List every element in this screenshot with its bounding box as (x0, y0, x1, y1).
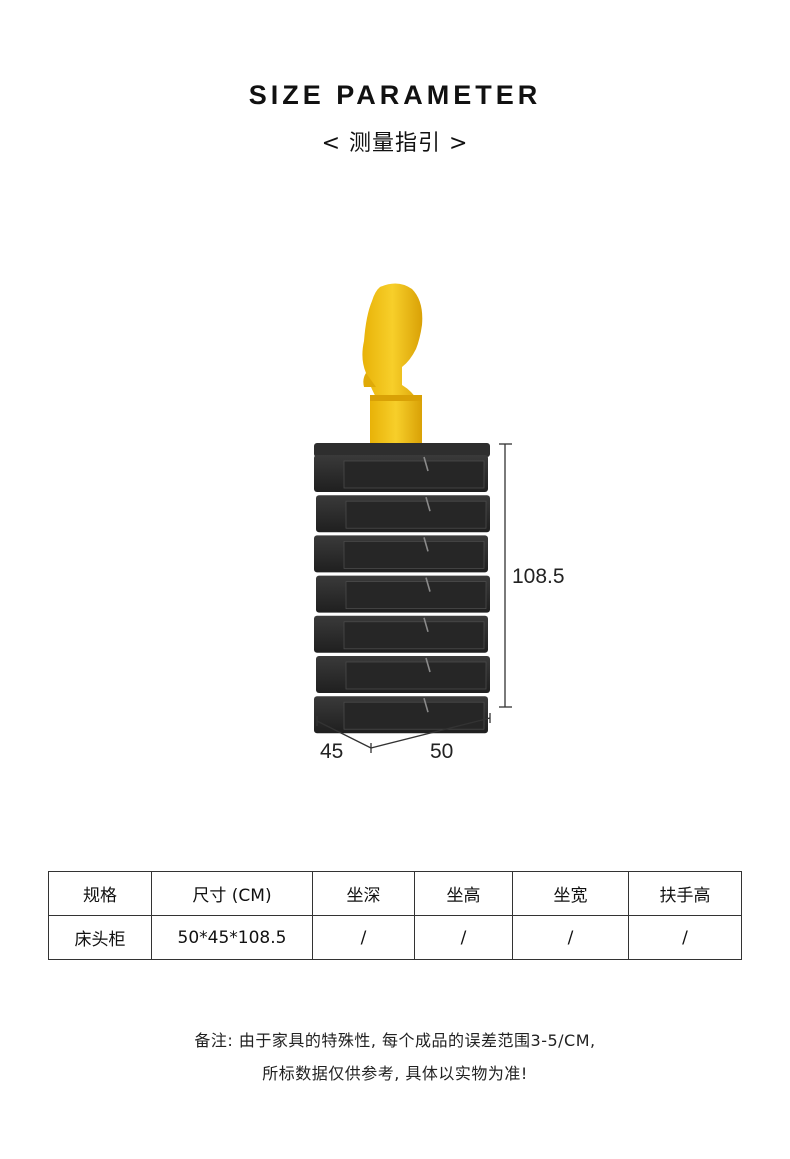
table-cell: / (628, 915, 742, 960)
drawer-front (343, 621, 485, 650)
table-cell: / (312, 915, 415, 960)
drawer-handle (423, 617, 429, 633)
note-line-2: 所标数据仅供参考, 具体以实物为准! (262, 1064, 528, 1083)
drawer-handle (423, 537, 429, 552)
height-dimension-label: 108.5 (512, 565, 565, 588)
drawer-handle (425, 657, 431, 673)
table-row: 床头柜 50*45*108.5 / / / / (48, 915, 742, 960)
table-header-cell: 尺寸 (CM) (151, 871, 313, 916)
page-title: SIZE PARAMETER (248, 80, 542, 110)
drawer-handle (423, 697, 429, 713)
drawer-stack (314, 455, 490, 734)
drawer-front (345, 581, 487, 610)
drawer-front (343, 460, 485, 489)
table-header-cell: 坐高 (414, 871, 513, 916)
sculpture-bust (362, 283, 423, 447)
table-cell: 50*45*108.5 (151, 915, 313, 960)
nightstand-illustration (314, 283, 490, 734)
top-slab (314, 443, 490, 457)
drawer-front (345, 661, 487, 690)
table-header-cell: 扶手高 (628, 871, 742, 916)
drawer-handle (425, 496, 431, 512)
note-line-1: 备注: 由于家具的特殊性, 每个成品的误差范围3-5/CM, (194, 1031, 596, 1050)
parameter-table: 规格 尺寸 (CM) 坐深 坐高 坐宽 扶手高 床头柜 50*45*108.5 … (48, 871, 742, 960)
table-header-cell: 坐深 (312, 871, 415, 916)
table-cell: / (512, 915, 629, 960)
table-header-cell: 坐宽 (512, 871, 629, 916)
width-dimension-label: 50 (430, 740, 454, 763)
table-cell: 床头柜 (48, 915, 152, 960)
depth-dimension-label: 45 (320, 740, 344, 763)
drawer-front (345, 500, 487, 529)
page-subtitle: < 测量指引 > (321, 131, 469, 156)
table-cell: / (414, 915, 513, 960)
drawer-handle (423, 456, 429, 472)
drawer-front (343, 540, 485, 569)
table-header-cell: 规格 (48, 871, 152, 916)
table-header-row: 规格 尺寸 (CM) 坐深 坐高 坐宽 扶手高 (48, 871, 742, 916)
drawer-handle (425, 577, 431, 592)
drawer-front (343, 701, 485, 730)
